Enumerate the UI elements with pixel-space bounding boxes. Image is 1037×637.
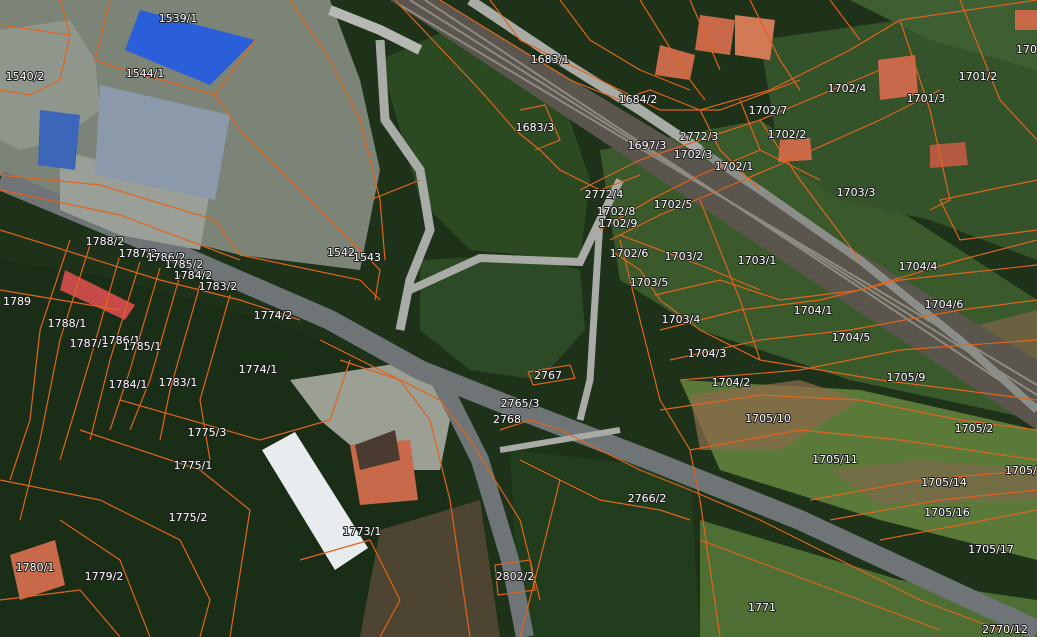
parcel-label-1704-2[interactable]: 1704/2	[711, 375, 752, 390]
parcel-label-1702-1[interactable]: 1702/1	[714, 159, 755, 174]
parcel-label-1703-5[interactable]: 1703/5	[629, 275, 670, 290]
parcel-label-1788-2[interactable]: 1788/2	[85, 234, 126, 249]
parcel-label-2772-4[interactable]: 2772/4	[584, 187, 625, 202]
parcel-label-2772-3[interactable]: 2772/3	[679, 129, 720, 144]
parcel-label-1773-1[interactable]: 1773/1	[342, 524, 383, 539]
parcel-label-1780-1[interactable]: 1780/1	[15, 560, 56, 575]
parcel-label-1775-2[interactable]: 1775/2	[168, 510, 209, 525]
parcel-label-1705-17[interactable]: 1705/17	[967, 542, 1015, 557]
parcel-label-1771[interactable]: 1771	[747, 600, 777, 615]
parcel-label-1784-1[interactable]: 1784/1	[108, 377, 149, 392]
parcel-label-1703-1[interactable]: 1703/1	[737, 253, 778, 268]
parcel-label-1786-2[interactable]: 1786/2	[146, 250, 187, 265]
parcel-label-2802-2[interactable]: 2802/2	[495, 569, 536, 584]
parcel-label-1702-4[interactable]: 1702/4	[827, 81, 868, 96]
parcel-label-1785-2[interactable]: 1785/2	[164, 257, 205, 272]
parcel-label-1789[interactable]: 1789	[2, 294, 32, 309]
parcel-label-2770-12[interactable]: 2770/12	[981, 622, 1029, 637]
parcel-label-1702-2[interactable]: 1702/2	[767, 127, 808, 142]
parcel-label-1787-1[interactable]: 1787/1	[69, 336, 110, 351]
parcel-label-1701-3[interactable]: 1701/3	[906, 91, 947, 106]
parcel-label-1784-2[interactable]: 1784/2	[173, 268, 214, 283]
parcel-label-1702-3[interactable]: 1702/3	[673, 147, 714, 162]
parcel-label-1705-2[interactable]: 1705/2	[954, 421, 995, 436]
parcel-label-1704-1[interactable]: 1704/1	[793, 303, 834, 318]
parcel-label-1774-1[interactable]: 1774/1	[238, 362, 279, 377]
parcel-label-1683-3[interactable]: 1683/3	[515, 120, 556, 135]
parcel-label-1774-2[interactable]: 1774/2	[253, 308, 294, 323]
parcel-label-1705-16[interactable]: 1705/16	[923, 505, 971, 520]
parcel-label-1705-10[interactable]: 1705/10	[744, 411, 792, 426]
parcel-label-1540-2[interactable]: 1540/2	[5, 69, 46, 84]
parcel-label-1705-9[interactable]: 1705/9	[886, 370, 927, 385]
parcel-label-2765-3[interactable]: 2765/3	[500, 396, 541, 411]
parcel-label-1783-2[interactable]: 1783/2	[198, 279, 239, 294]
parcel-label-1785-1[interactable]: 1785/1	[122, 339, 163, 354]
parcel-label-1786-1[interactable]: 1786/1	[101, 333, 142, 348]
parcel-label-1542[interactable]: 1542	[326, 245, 356, 260]
parcel-label-1775-3[interactable]: 1775/3	[187, 425, 228, 440]
parcel-label-1544-1[interactable]: 1544/1	[125, 66, 166, 81]
parcel-label-1704-5[interactable]: 1704/5	[831, 330, 872, 345]
parcel-label-1704-6[interactable]: 1704/6	[924, 297, 965, 312]
parcel-label-1705-11[interactable]: 1705/11	[811, 452, 859, 467]
parcel-label-1704-4[interactable]: 1704/4	[898, 259, 939, 274]
parcel-label-1702-9[interactable]: 1702/9	[598, 216, 639, 231]
parcel-label-1543[interactable]: 1543	[352, 250, 382, 265]
parcel-label-1705-14[interactable]: 1705/14	[920, 475, 968, 490]
parcel-label-1783-1[interactable]: 1783/1	[158, 375, 199, 390]
parcel-label-1702-6[interactable]: 1702/6	[609, 246, 650, 261]
parcel-label-1788-1[interactable]: 1788/1	[47, 316, 88, 331]
parcel-label-1702-5[interactable]: 1702/5	[653, 197, 694, 212]
parcel-label-1697-3[interactable]: 1697/3	[627, 138, 668, 153]
parcel-label-1703-3[interactable]: 1703/3	[836, 185, 877, 200]
parcel-label-2768[interactable]: 2768	[492, 412, 522, 427]
parcel-label-1703-4[interactable]: 1703/4	[661, 312, 702, 327]
parcel-label-2766-2[interactable]: 2766/2	[627, 491, 668, 506]
parcel-labels: 1539/1 1540/2 1544/1 1683/1 1683/3 1684/…	[2, 11, 1037, 637]
parcel-label-1702-8[interactable]: 1702/8	[596, 204, 637, 219]
parcel-label-1779-2[interactable]: 1779/2	[84, 569, 125, 584]
parcel-label-170x[interactable]: 170	[1015, 42, 1037, 57]
parcel-label-1703-2[interactable]: 1703/2	[664, 249, 705, 264]
parcel-label-1705-1[interactable]: 1705/1	[1004, 463, 1037, 478]
parcel-label-1683-1[interactable]: 1683/1	[530, 52, 571, 67]
parcel-label-1775-1[interactable]: 1775/1	[173, 458, 214, 473]
parcel-label-1701-2[interactable]: 1701/2	[958, 69, 999, 84]
parcel-label-1702-7[interactable]: 1702/7	[748, 103, 789, 118]
parcel-label-1704-3[interactable]: 1704/3	[687, 346, 728, 361]
parcel-label-2767[interactable]: 2767	[533, 368, 563, 383]
parcel-label-1539-1[interactable]: 1539/1	[158, 11, 199, 26]
parcel-label-1684-2[interactable]: 1684/2	[618, 92, 659, 107]
parcel-label-1787-2[interactable]: 1787/2	[118, 246, 159, 261]
